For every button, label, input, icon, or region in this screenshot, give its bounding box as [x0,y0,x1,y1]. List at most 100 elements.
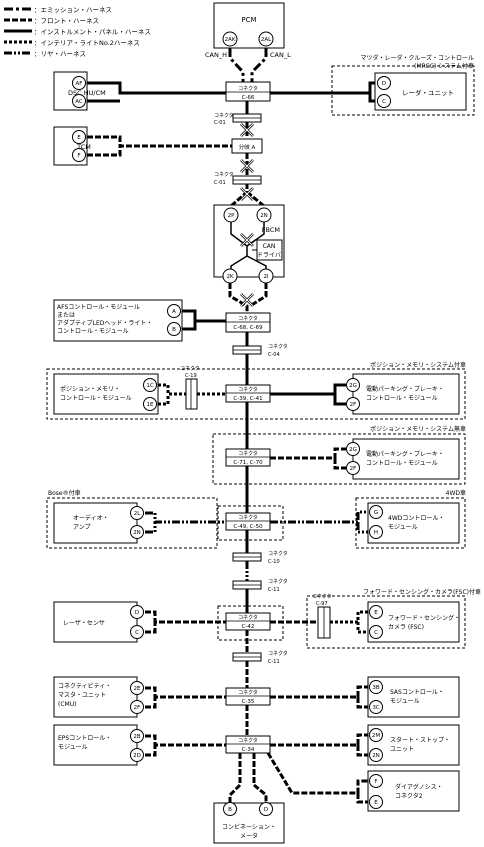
connector-c97: コネクタ C-97 [312,593,332,639]
audio-label: アンプ [73,524,91,531]
connector-label: C-66 [242,95,255,101]
connector-label: C-35 [242,699,255,705]
pin-label: G [374,510,378,516]
wire-c97-fsc [330,610,368,624]
connector-label: C-42 [242,624,255,630]
connector-c04: コネクタ C-04 [232,343,288,358]
wire-c66-radar [270,81,388,95]
connector-body [225,448,271,467]
pin-circle [72,94,86,108]
pin-label: 1C [146,383,153,389]
wire-c71-epb2 [270,447,346,460]
pin-circle [222,268,238,284]
pin-circle [346,461,360,475]
pin-label: E [374,610,378,616]
connector-word: コネクタ [238,514,258,521]
fsc-note: フォワード・センシング・カメラ(FSC)付車 [363,588,481,596]
connector-label: C-01 [214,180,226,186]
pin-label: 2D [133,753,141,759]
pin-circle [167,304,181,318]
wire-fbcm-2i [249,283,268,308]
can-l-label: CAN_L [270,51,291,59]
afs-label: AFSコントロール・モジュール [57,304,140,311]
wire-diag-e [356,793,368,804]
fsc-label: フォワード・センシング・ [388,614,460,622]
pin-circle [377,94,391,108]
wire-pcm-can-h [228,48,245,82]
pin-circle [258,31,274,47]
pin-circle [346,442,360,456]
branch-a-body [231,138,263,154]
afs-module: AFSコントロール・モジュール または アダプティブLEDヘッド・ライト・ コン… [53,299,183,342]
connector-label: C-39, C-41 [233,396,262,402]
pin-circle [346,397,360,411]
wire-epb1-2f [333,394,346,406]
connector-word: コネクタ [268,343,288,350]
pin-circle [369,605,383,619]
audio-module: Bose®付車 オーディオ・ アンプ 2L 2N [48,489,144,544]
pin-circle [369,525,383,539]
awd-label: モジュール [388,524,418,531]
wire-ss-2n [356,745,368,757]
wire-pcm-can-l [250,48,268,82]
pin-label: 2I [263,274,268,280]
pin-circle [130,681,144,695]
pin-label: H [374,530,378,536]
connector-c01a: コネクタ C-01 [214,112,262,126]
pin-label: E [77,135,81,141]
epb1-box [352,373,460,415]
wire-c49-awd [270,510,368,524]
no-position-memory-note: ポジション・メモリ・システム無車 [370,425,466,433]
diag-label: コネクタ2 [395,792,423,800]
wire-tcm-f [87,146,122,157]
connector-c71: コネクタ C-71, C-70 [225,448,271,467]
pin-circle [72,76,86,90]
fsc-box [367,601,460,643]
wire-c39-epb1 [270,383,346,396]
wire-cmu-2f [145,697,157,709]
pin-circle [369,625,383,639]
pin-circle [72,130,86,144]
connector-label: C-11 [268,659,280,665]
wire-afs-b [182,321,197,331]
connector-c19: コネクタ C-19 [180,365,200,410]
connector-body [225,735,271,754]
awd-note: 4WD車 [446,489,466,497]
connector-body [185,378,198,410]
connector-word: コネクタ [268,578,288,585]
sas-box [367,676,460,718]
pin-label: 2N [133,530,141,536]
fbcm-module: FBCM 2P 2N 2K 2I CAN ドライバ [213,204,285,284]
position-memory-option-area [46,368,466,420]
pin-label: C [374,630,378,636]
position-memory-module: ポジション・メモリ・システム付車 ポジション・メモリ・ コントロール・モジュール… [53,361,466,415]
pin-label: 2F [350,466,357,472]
pin-label: 2P [228,213,235,219]
connector-c11a: コネクタ C-11 [232,578,288,593]
connector-body [225,81,271,102]
combination-meter-module: コンビネーション・ メータ B D [213,802,285,844]
diag-connector-module: ダイアグノシス・ コネクタ2 F E [367,770,460,812]
legend-label: ：フロント・ハーネス [34,17,99,25]
wire-awd-h [356,522,368,534]
can-driver-label: ドライバ [257,252,281,259]
pin-circle [167,322,181,336]
pin-label: 2L [134,511,141,517]
start-stop-label: スタート・ストップ・ [390,736,450,744]
awd-box [367,502,460,544]
tcm-module: TCM E F [53,126,91,166]
start-stop-box [367,724,460,766]
wire-audio-c49 [145,511,226,524]
pin-circle [222,31,238,47]
fbcm-internal-wire [246,222,265,247]
fbcm-internal-wire [230,222,248,269]
cmu-label: マスタ・ユニット [58,691,106,699]
epb2-module: ポジション・メモリ・システム無車 電動パーキング・ブレーキ・ コントロール・モジ… [346,425,466,480]
afs-box [53,299,183,342]
connector-word: コネクタ [238,614,258,621]
laser-label: レーザ・センサ [63,620,105,627]
pin-circle [130,605,144,619]
pin-circle [143,378,157,392]
pin-circle [130,525,144,539]
epb2-label: コントロール・モジュール [366,460,438,467]
